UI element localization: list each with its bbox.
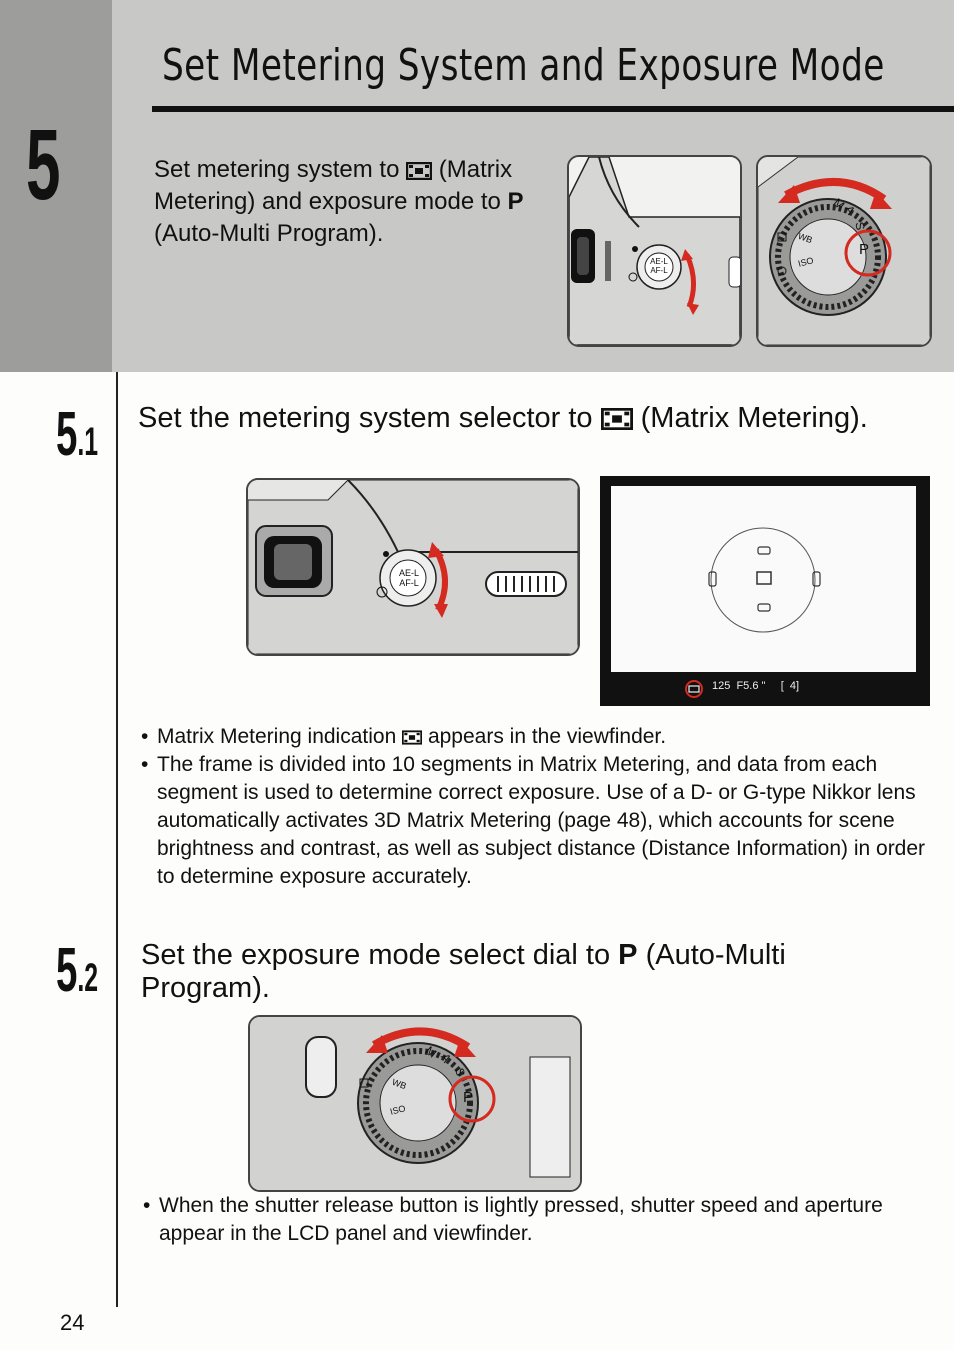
exposure-dial-illustration: P S A M WB ISO <box>248 1015 582 1192</box>
substep-5-1-notes: Matrix Metering indication appears in th… <box>140 723 930 891</box>
viewfinder-frame <box>611 486 916 672</box>
matrix-metering-icon <box>402 730 423 745</box>
substep-5-2-heading: Set the exposure mode select dial to P (… <box>141 939 786 1004</box>
step-number: 5 <box>26 109 61 221</box>
mode-dial-illustration: P S A M WB ISO <box>756 155 932 347</box>
viewfinder-display: 125 F5.6 " [ 4] <box>600 476 930 706</box>
step-tab-strip <box>0 0 112 372</box>
note-shutter-display: When the shutter release button is light… <box>142 1192 902 1248</box>
substep-5-1-number: 5.1 <box>56 400 99 469</box>
matrix-metering-icon <box>406 161 433 180</box>
viewfinder-readout: 125 F5.6 " [ 4] <box>712 680 800 692</box>
page-number: 24 <box>60 1310 85 1335</box>
title-rule <box>152 106 954 112</box>
dial-mode-p: P <box>859 241 870 258</box>
substep-5-2-number: 5.2 <box>56 936 99 1005</box>
matrix-metering-icon <box>600 408 633 431</box>
substep-5-1-heading: Set the metering system selector to (Mat… <box>138 402 868 434</box>
note-matrix-segments: The frame is divided into 10 segments in… <box>140 751 930 891</box>
note-matrix-indication: Matrix Metering indication appears in th… <box>140 723 930 751</box>
matrix-metering-indicator-icon <box>685 680 703 698</box>
intro-text: Set metering system to (Matrix Metering)… <box>154 156 524 247</box>
column-separator <box>116 372 118 1307</box>
dial-mode-p: P <box>463 1089 474 1106</box>
substep-5-2-notes: When the shutter release button is light… <box>142 1192 902 1248</box>
viewfinder-info-bar: 125 F5.6 " [ 4] <box>600 672 930 706</box>
page-title: Set Metering System and Exposure Mode <box>162 40 885 91</box>
